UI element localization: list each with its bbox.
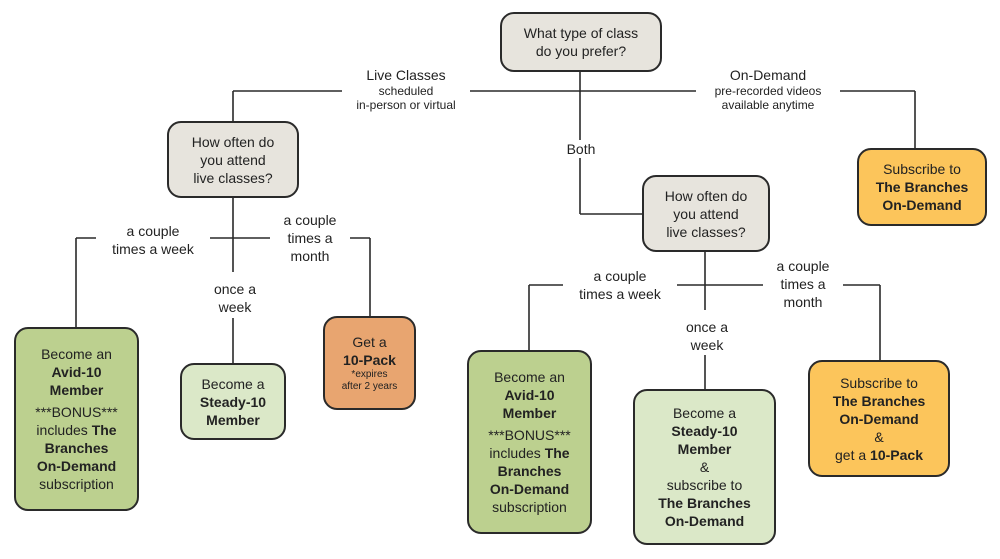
edge-label-both: Both <box>558 140 604 158</box>
question-live-frequency: How often do you attend live classes? <box>167 121 299 198</box>
result-steady-10-with-ondemand: Become a Steady-10 Member & subscribe to… <box>633 389 776 545</box>
edge-label-live: Live Classes scheduled in-person or virt… <box>342 66 470 112</box>
question-class-type: What type of class do you prefer? <box>500 12 662 72</box>
edge-label-ondemand: On-Demand pre-recorded videos available … <box>696 66 840 112</box>
edge-label-couple-month: a couple times a month <box>270 211 350 265</box>
result-avid-10-member: Become an Avid-10 Member ***BONUS*** inc… <box>14 327 139 511</box>
result-avid-10-member-both: Become an Avid-10 Member ***BONUS*** inc… <box>467 350 592 534</box>
result-ondemand-subscription: Subscribe to The Branches On-Demand <box>857 148 987 226</box>
edge-label-couple-month: a couple times a month <box>763 257 843 311</box>
result-10-pack: Get a 10-Pack *expires after 2 years <box>323 316 416 410</box>
edge-label-once-week: once a week <box>198 280 272 316</box>
question-both-frequency: How often do you attend live classes? <box>642 175 770 252</box>
edge-label-couple-week: a couple times a week <box>563 267 677 303</box>
edge-label-once-week: once a week <box>670 318 744 354</box>
result-steady-10-member: Become a Steady-10 Member <box>180 363 286 440</box>
result-ondemand-with-10-pack: Subscribe to The Branches On-Demand & ge… <box>808 360 950 477</box>
edge-label-couple-week: a couple times a week <box>96 222 210 258</box>
